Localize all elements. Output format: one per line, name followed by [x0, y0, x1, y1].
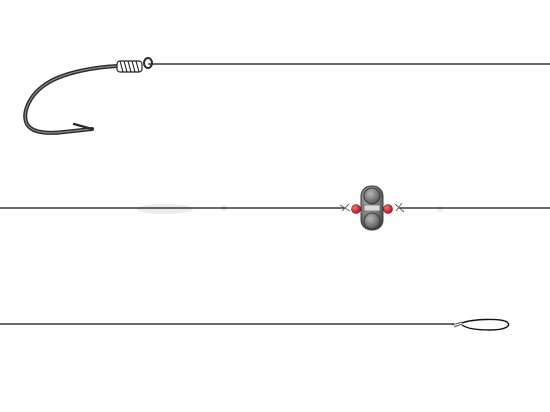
knot-left	[339, 203, 351, 212]
line-with-loop	[0, 318, 510, 331]
fishing-hook-icon	[23, 57, 153, 135]
line-with-swivel	[0, 185, 550, 231]
knot-right	[394, 202, 405, 213]
bead-left	[351, 204, 361, 214]
hook-on-line	[23, 57, 550, 135]
loop-knot-icon	[451, 318, 510, 331]
bead-right	[383, 204, 393, 214]
faint-smudges	[137, 204, 443, 214]
swivel-icon	[360, 185, 384, 231]
